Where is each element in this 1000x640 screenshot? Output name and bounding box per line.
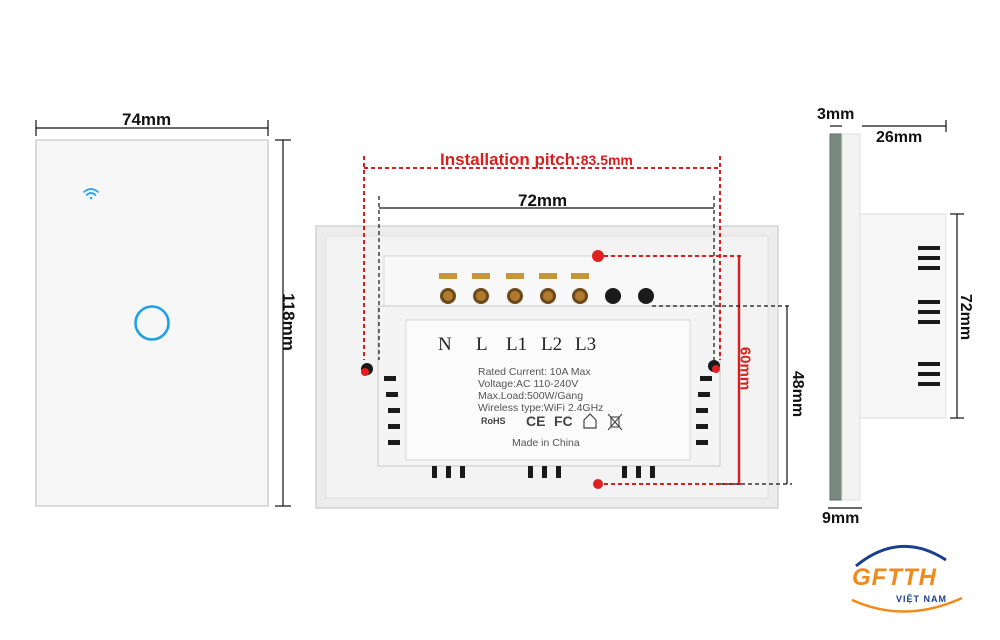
spec-label-block: Rated Current: 10A Max Voltage:AC 110-24… — [478, 366, 603, 414]
label-plate — [405, 319, 691, 461]
inner-width-label: 72mm — [518, 191, 568, 210]
side-view — [828, 120, 964, 509]
bottom-mount-dot — [593, 479, 603, 489]
back-view — [315, 156, 792, 509]
pitch-label-value: 83.5mm — [580, 152, 633, 168]
spec-line-rated-current: Rated Current: 10A Max — [478, 366, 591, 378]
terminal-label-l: L — [476, 334, 488, 355]
vent-slots-left — [384, 376, 400, 445]
terminal-screws — [439, 273, 654, 304]
spec-line-max-load: Max.Load:500W/Gang — [478, 390, 584, 402]
spec-line-wireless: Wireless type:WiFi 2.4GHz — [478, 402, 604, 414]
spec-line-voltage: Voltage:AC 110-240V — [478, 378, 579, 390]
touch-ring-icon — [134, 305, 170, 341]
weee-bin-icon — [607, 413, 623, 431]
front-view — [35, 120, 291, 507]
pitch-label: Installation pitch:83.5mm — [440, 150, 633, 170]
side-glass — [829, 133, 843, 501]
fc-mark: FC — [554, 413, 573, 429]
rohs-mark: RoHS — [481, 416, 506, 426]
glass-thickness-label: 3mm — [817, 106, 855, 123]
base-thickness-label: 9mm — [822, 510, 860, 527]
made-in-label: Made in China — [512, 437, 580, 449]
height-60-label: 60mm — [736, 346, 754, 391]
terminal-label-l2: L2 — [541, 334, 563, 355]
logo-subtitle: VIỆT NAM — [896, 594, 948, 604]
pitch-label-text: Installation pitch: — [440, 150, 581, 169]
vent-slots-bottom — [432, 466, 655, 478]
terminal-label-l1: L1 — [506, 334, 528, 355]
ce-mark: CE — [526, 413, 546, 429]
house-icon — [583, 413, 597, 429]
depth-label: 26mm — [876, 129, 923, 146]
top-mount-dot — [592, 250, 604, 262]
front-panel — [35, 139, 269, 507]
side-height-label: 72mm — [957, 293, 974, 341]
side-body — [859, 213, 947, 419]
gftth-logo — [851, 544, 963, 613]
front-width-label: 74mm — [122, 110, 172, 129]
terminal-label-l3: L3 — [575, 334, 597, 355]
front-height-label: 118mm — [279, 293, 298, 351]
side-vent-slots — [918, 246, 940, 386]
height-48-label: 48mm — [789, 370, 806, 418]
terminal-label-n: N — [438, 334, 452, 355]
logo-brand: GFTTH — [852, 564, 937, 591]
wifi-icon — [83, 188, 99, 200]
vent-slots-right — [696, 376, 712, 445]
